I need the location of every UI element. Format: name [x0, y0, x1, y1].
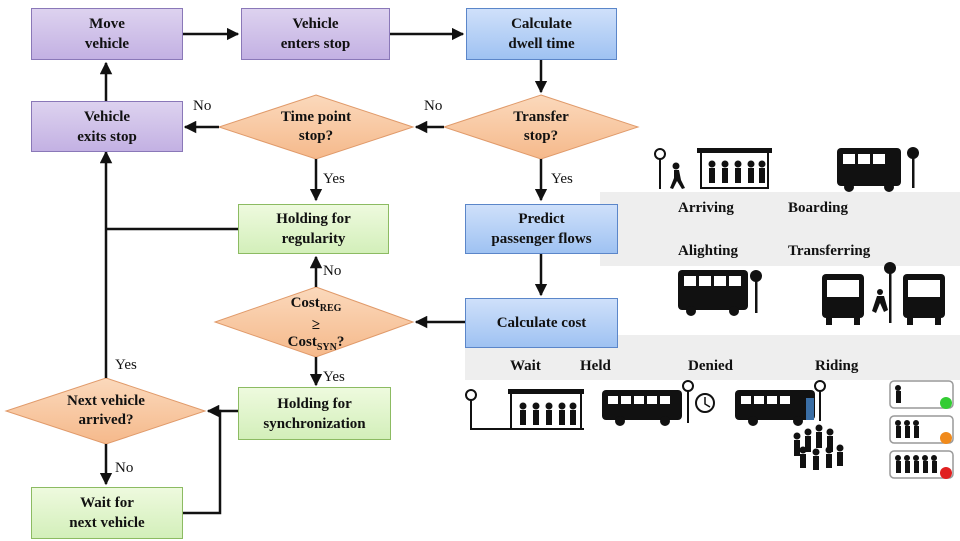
- legend-label-held: Held: [580, 358, 611, 374]
- node-holding-regularity: Holding for regularity: [238, 204, 389, 254]
- node-calculate-cost: Calculate cost: [465, 298, 618, 348]
- decision-next-vehicle-label: Next vehicle arrived?: [67, 393, 145, 428]
- legend-label-arriving: Arriving: [678, 200, 734, 216]
- node-move-vehicle: Move vehicle: [31, 8, 183, 60]
- held-icon: [602, 380, 715, 426]
- cost-syn-word: Cost: [287, 334, 317, 350]
- legend-label-riding: Riding: [815, 358, 859, 374]
- decision-time-point-stop-label: Time point stop?: [280, 109, 352, 144]
- cost-reg-subscript: REG: [319, 303, 342, 314]
- label-no-cost: No: [323, 263, 342, 279]
- transferring-icon: [822, 262, 945, 325]
- decision-cost-compare-label: CostREG ≥ CostSYN?: [251, 295, 381, 356]
- node-predict-passenger-flows: Predict passenger flows: [465, 204, 618, 254]
- alighting-icon: [678, 270, 762, 316]
- arriving-icon: [654, 148, 772, 189]
- cost-reg-word: Cost: [290, 295, 320, 311]
- node-vehicle-exits-stop: Vehicle exits stop: [31, 101, 183, 152]
- flow-connectors: [99, 27, 548, 515]
- boarding-icon: [837, 147, 919, 192]
- label-no-next: No: [115, 460, 134, 476]
- node-calculate-dwell-time: Calculate dwell time: [466, 8, 617, 60]
- cost-question-mark: ?: [336, 334, 345, 350]
- node-vehicle-enters-stop: Vehicle enters stop: [241, 8, 390, 60]
- cost-syn-subscript: SYN: [316, 342, 337, 353]
- line-wait-loop: [183, 409, 222, 515]
- legend-label-wait: Wait: [510, 358, 541, 374]
- decision-transfer-stop-label: Transfer stop?: [513, 109, 569, 144]
- legend-label-alighting: Alighting: [678, 243, 739, 259]
- cost-geq-symbol: ≥: [311, 317, 321, 333]
- cost-syn-line: CostSYN?: [251, 334, 381, 356]
- label-yes-next: Yes: [115, 357, 137, 373]
- denied-icon: [735, 380, 844, 470]
- label-yes-cost: Yes: [323, 369, 345, 385]
- label-yes-transfer: Yes: [551, 171, 573, 187]
- riding-icon: [889, 380, 954, 479]
- legend-label-denied: Denied: [688, 358, 733, 374]
- node-holding-synchronization: Holding for synchronization: [238, 387, 391, 440]
- legend-label-transferring: Transferring: [788, 243, 871, 259]
- wait-icon: [465, 389, 584, 430]
- label-no-timepoint: No: [193, 98, 212, 114]
- node-wait-next-vehicle: Wait for next vehicle: [31, 487, 183, 539]
- label-yes-timepoint: Yes: [323, 171, 345, 187]
- cost-reg-line: CostREG: [251, 295, 381, 317]
- label-no-transfer: No: [424, 98, 443, 114]
- legend-band-top: [600, 192, 960, 266]
- legend-label-boarding: Boarding: [788, 200, 849, 216]
- legend-icons: [465, 147, 954, 479]
